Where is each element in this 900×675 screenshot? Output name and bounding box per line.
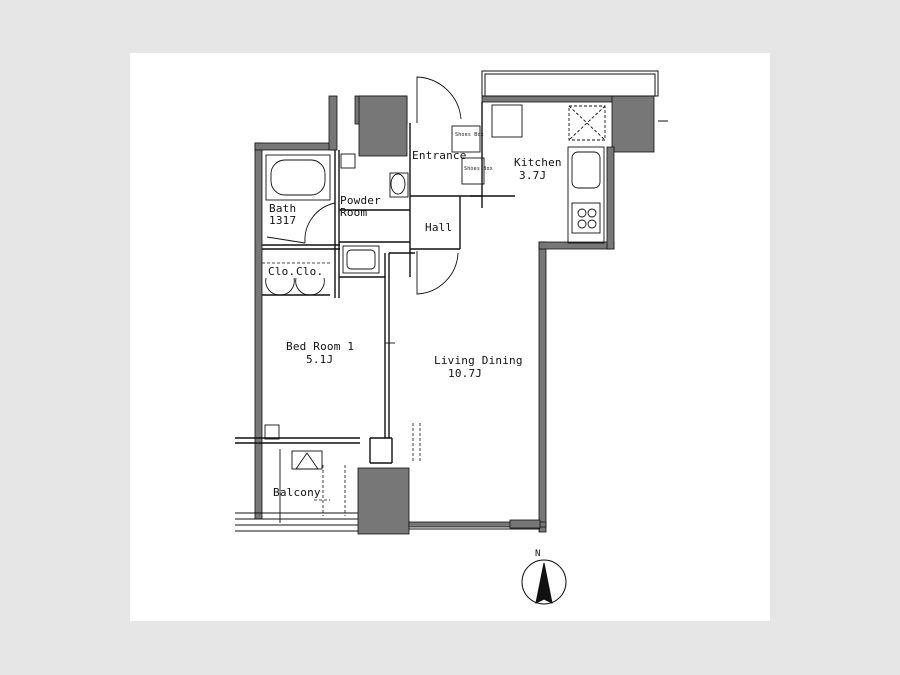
room-label-powder-room: Room	[340, 206, 368, 219]
floor-plan-sheet: Entrance Kitchen 3.7J Bath 1317 Powder R…	[130, 53, 770, 621]
room-label-hall: Hall	[425, 221, 453, 234]
compass-icon	[521, 559, 567, 605]
room-label-powder: Powder	[340, 194, 381, 207]
room-label-bath: Bath	[269, 202, 297, 215]
room-size-kitchen: 3.7J	[519, 169, 547, 182]
fixtures	[264, 104, 606, 470]
room-label-living: Living Dining	[434, 354, 523, 367]
top-rail	[481, 70, 668, 122]
room-size-living: 10.7J	[448, 367, 483, 380]
dashed-lines	[262, 262, 421, 516]
room-label-kitchen: Kitchen	[514, 156, 562, 169]
room-label-bedroom: Bed Room 1	[286, 340, 355, 353]
interior-walls	[235, 102, 515, 464]
doors	[265, 76, 462, 523]
compass-north-label: N	[535, 549, 541, 559]
shoe-box-label-1: Shoes Box	[455, 132, 484, 138]
room-size-bath: 1317	[269, 214, 297, 227]
room-label-balcony: Balcony	[273, 486, 321, 499]
floor-plan-drawing	[235, 70, 668, 605]
room-size-bedroom: 5.1J	[306, 353, 334, 366]
room-label-entrance: Entrance	[412, 149, 467, 162]
closet-label-2: Clo.	[296, 265, 324, 278]
outer-walls	[254, 95, 655, 535]
closet-label-1: Clo.	[268, 265, 296, 278]
shoe-box-label-2: Shoes Box	[464, 166, 493, 172]
balcony-rail	[235, 512, 540, 532]
